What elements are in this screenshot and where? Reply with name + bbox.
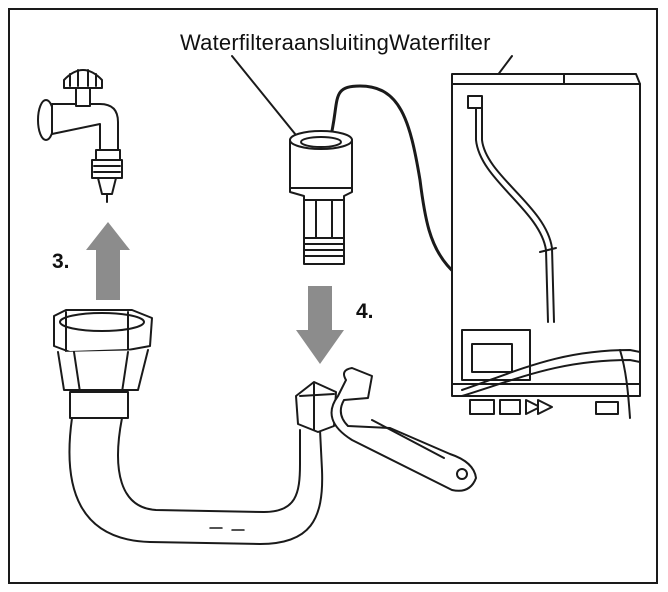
appliance-back-icon xyxy=(451,73,641,419)
step-3-label: 3. xyxy=(52,250,70,273)
step-4-label: 4. xyxy=(356,300,374,323)
arrow-down-icon xyxy=(296,286,344,364)
arrow-up-icon xyxy=(86,222,130,300)
wrench-icon xyxy=(330,367,477,492)
filter-connection-caption: WaterfilteraansluitingWaterfilter xyxy=(180,30,491,55)
faucet-icon xyxy=(37,69,123,203)
leader-line-filter xyxy=(231,55,301,141)
hose-icon xyxy=(53,309,337,545)
